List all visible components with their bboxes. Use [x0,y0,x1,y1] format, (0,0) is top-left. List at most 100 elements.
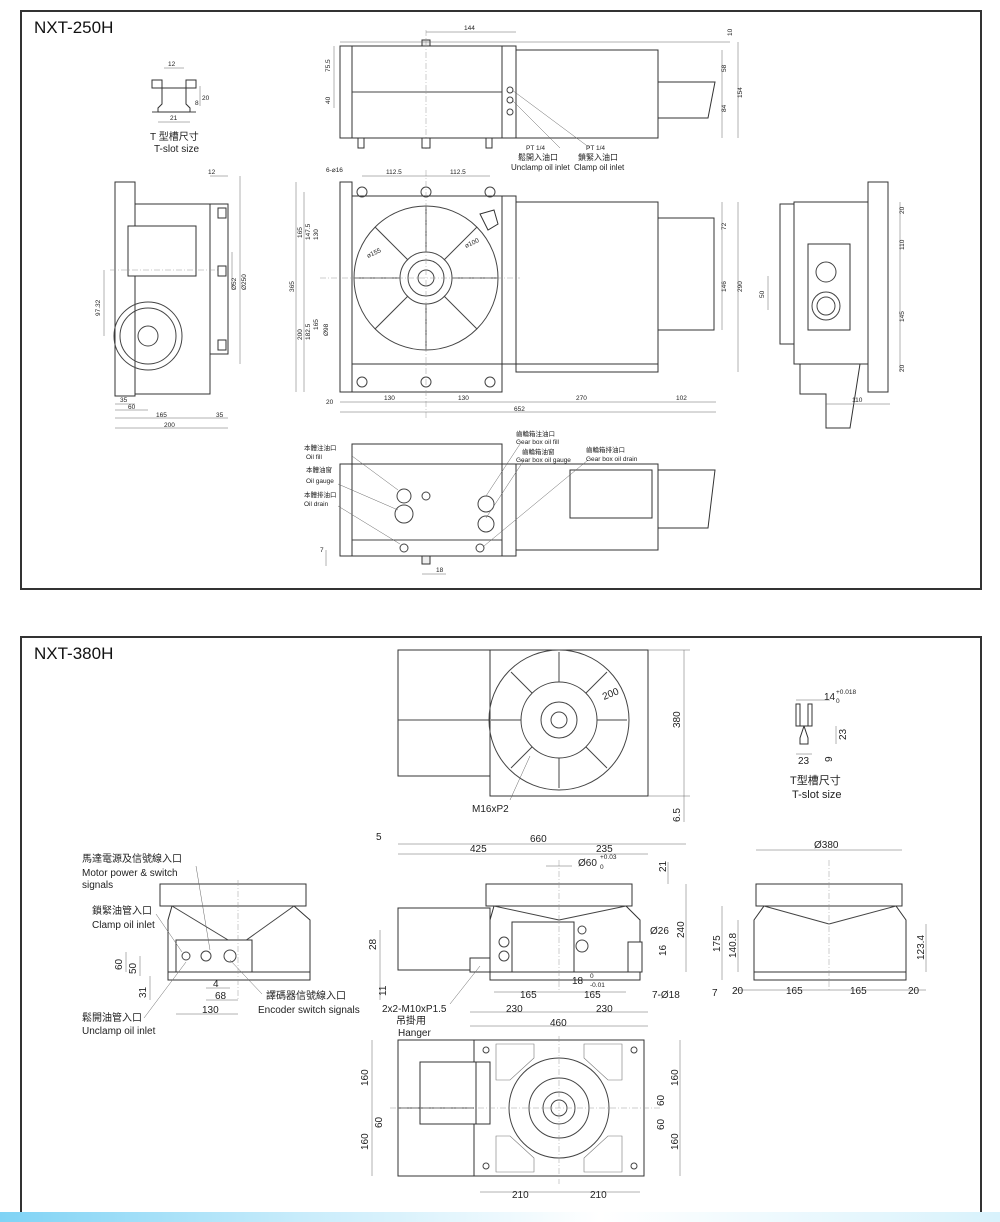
dim-250-bottom-7: 7 [320,547,324,554]
dim-380-bottom-160a: 160 [360,1069,371,1086]
label-250-unclamp-cn: 鬆開入油口 [518,152,558,162]
label-380-hanger-cn: 吊掛用 [396,1014,426,1027]
dim-380-bottom-160c: 160 [670,1069,681,1086]
right-view-380: Ø380 175 140.8 123.4 7 20 165 165 20 [712,840,927,999]
dim-250-front-130b: 130 [384,395,395,402]
dim-250-left-dia250: Ø250 [241,274,248,290]
label-250-clamp-en: Clamp oil inlet [574,163,625,172]
dim-380-front-165a: 165 [520,990,537,1001]
dim-250-right-110: 110 [899,239,906,250]
dim-380-front-18-tol: 0 [590,973,594,980]
dim-380-front-16: 16 [658,944,669,956]
dim-250-right-110b: 110 [852,397,863,404]
dim-250-left-35: 35 [120,397,128,404]
dim-250-top-58: 58 [721,64,728,72]
front-view-380: 5 660 425 235 Ø60 +0.03 0 21 240 Ø26 16 … [368,832,687,1039]
dim-250-front-200: 200 [297,329,304,340]
dim-250-front-165b: 165 [313,319,320,330]
label-250-oilfill-cn: 本體注油口 [304,443,337,452]
dim-250-front-130c: 130 [458,395,469,402]
label-250-clamp-cn: 鎖緊入油口 [578,152,618,162]
dim-380-tslot-base: 23 [798,756,810,767]
bottom-view-250: 本體注油口 Oil fill 本體油窗 Oil gauge 本體排油口 Oil … [304,429,716,575]
dim-380-front-425: 425 [470,844,487,855]
dim-380-tslot-23: 23 [838,728,849,740]
dim-380-front-dia60: Ø60 [578,858,597,869]
dim-380-tslot-14: 14 [824,692,836,703]
dim-380-front-660: 660 [530,834,547,845]
label-380-motor-cn: 馬達電源及信號線入口 [82,852,182,865]
tslot-250-label-en: T-slot size [154,144,199,155]
dim-380-right-1234: 123.4 [916,935,927,960]
panel-title-380h: NXT-380H [34,644,114,663]
tslot-250-h2: 8 [195,100,199,107]
label-250-gauge-cn: 本體油窗 [306,465,332,474]
dim-380-front-dia26: Ø26 [650,926,669,937]
dim-250-left-60: 60 [128,404,136,411]
dim-380-front-21: 21 [658,860,669,872]
dim-250-front-290: 290 [737,281,744,292]
dim-250-front-130: 130 [313,229,320,240]
label-380-unclamp-en: Unclamp oil inlet [82,1026,156,1037]
dim-380-right-20a: 20 [732,986,744,997]
dim-250-front-1825: 182.5 [305,323,312,340]
tslot-380-label-cn: T型槽尺寸 [790,773,841,787]
label-250-pt2: PT 1/4 [586,145,605,152]
top-380-slots [491,652,627,788]
dim-380-front-230b: 230 [596,1004,613,1015]
dim-380-bottom-60c: 60 [656,1118,667,1130]
bottom-view-380: 160 60 160 160 60 60 160 210 210 [360,1036,681,1201]
dim-250-left-200: 200 [164,422,175,429]
dim-250-left-165: 165 [156,412,167,419]
tslot-250-base: 21 [170,115,178,122]
dim-250-top-10: 10 [727,28,734,36]
drawing-nxt-250h: 12 20 8 21 T 型槽尺寸 T-slot size 144 10 58 … [95,25,906,575]
dim-380-front-dia60-tol: +0.03 [600,854,617,861]
dim-250-front-20: 20 [326,399,334,406]
dim-380-front-18-tol2: -0.01 [590,982,605,989]
dim-380-front-18: 18 [572,976,584,987]
dim-380-front-240: 240 [676,921,687,938]
dim-380-bottom-60a: 60 [374,1116,385,1128]
dim-380-bottom-60b: 60 [656,1094,667,1106]
dim-250-top-40: 40 [325,96,332,104]
dim-380-left-130: 130 [202,1005,219,1016]
tslot-250-label-cn: T 型槽尺寸 [150,130,199,143]
dim-380-bottom-210b: 210 [590,1190,607,1201]
top-view-380: 380 200 M16xP2 6.5 [397,649,690,822]
dim-380-front-235: 235 [596,844,613,855]
dim-250-left-9732: 97.32 [95,299,102,316]
dim-380-front-28: 28 [368,938,379,950]
dim-250-front-dia98: Ø98 [323,323,330,336]
label-250-gbdrain-en: Gear box oil drain [586,456,638,463]
dim-380-front-dia60-tol2: 0 [600,864,604,871]
tslot-380-view: 14 +0.018 0 23 9 23 T型槽尺寸 T-slot size [790,689,856,801]
dim-250-front-1125b: 112.5 [450,169,466,176]
dim-380-right-165a: 165 [786,986,803,997]
front-view-250: 6-⌀16 112.5 112.5 365 165 147.5 130 200 … [289,167,744,420]
dim-250-front-1475: 147.5 [305,223,312,240]
dim-250-top-84: 84 [721,104,728,112]
dim-380-right-7: 7 [712,988,718,999]
label-250-drain-cn: 本體排油口 [304,490,337,499]
dim-380-right-1408: 140.8 [728,933,739,958]
label-380-front-holes: 7-Ø18 [652,990,680,1001]
left-view-250: 12 97.32 Ø52 Ø250 35 60 165 35 200 [95,169,248,429]
dim-380-front-165b: 165 [584,990,601,1001]
dim-250-top-154: 154 [737,87,744,98]
dim-250-front-146: 146 [721,281,728,292]
dim-380-tslot-14-tol2: 0 [836,698,840,705]
dim-250-front-72: 72 [721,222,728,230]
label-380-enc-cn: 譯碼器信號線入口 [266,989,346,1002]
label-250-oilfill-en: Oil fill [306,454,322,461]
left-view-380: 馬達電源及信號線入口 Motor power & switch signals … [82,852,360,1037]
label-250-gbdrain-cn: 齒輪箱排油口 [586,445,625,454]
dim-250-bottom-18: 18 [436,567,444,574]
label-380-clamp-cn: 鎖緊油管入口 [92,904,152,917]
label-250-holes: 6-⌀16 [326,167,343,174]
dim-380-right-dia380: Ø380 [814,840,839,851]
dim-250-left-dia52: Ø52 [231,277,238,290]
dim-250-top-144: 144 [464,25,475,32]
dim-380-left-4: 4 [213,979,219,990]
dim-380-top-65: 6.5 [672,808,683,822]
